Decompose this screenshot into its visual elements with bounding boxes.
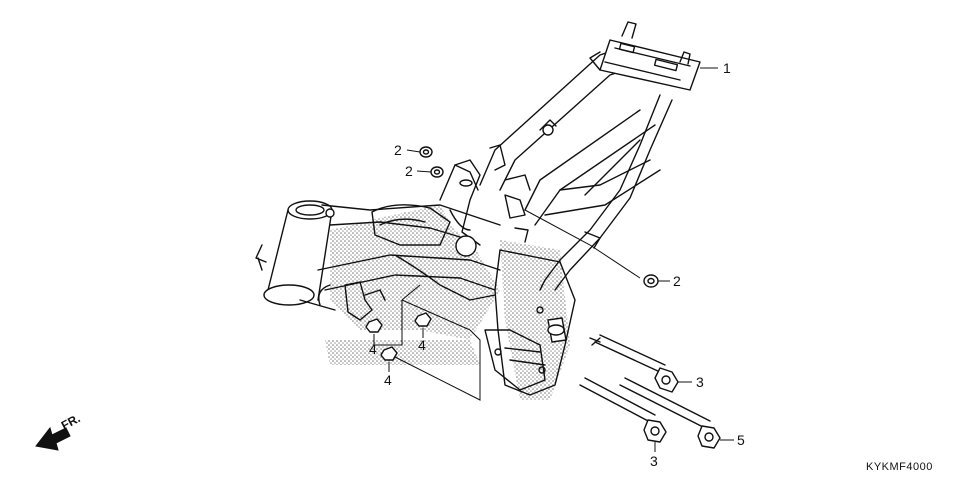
callout-part-3-upper: 3 (696, 374, 704, 390)
collar-part-2-middle (430, 166, 444, 178)
callout-part-4-middle: 4 (418, 337, 426, 353)
nut-part-4-lower (380, 346, 398, 361)
leader-lines (373, 67, 734, 452)
collar-part-2-upper (419, 146, 433, 158)
callout-part-5: 5 (737, 432, 745, 448)
frame-body (255, 21, 701, 400)
front-direction-arrow-icon: FR. (35, 411, 82, 451)
callout-part-2-middle: 2 (405, 163, 413, 179)
callout-part-2-upper: 2 (394, 142, 402, 158)
callout-part-4-left: 4 (369, 341, 377, 357)
engine-hanger-bolt-upper (589, 334, 679, 393)
swingarm-pivot-bolt (619, 377, 721, 449)
callout-part-4-lower: 4 (384, 372, 392, 388)
callout-part-1: 1 (723, 60, 731, 76)
collar-part-2-right (643, 274, 659, 288)
callout-part-2-right: 2 (673, 273, 681, 289)
diagram-code: KYKMF4000 (866, 461, 933, 473)
rear-cross-bracket (589, 21, 701, 91)
engine-hanger-bolt-lower (579, 377, 667, 443)
callout-part-3-lower: 3 (650, 453, 658, 469)
nut-part-4-left (365, 318, 383, 333)
nut-part-4-middle (414, 312, 432, 327)
